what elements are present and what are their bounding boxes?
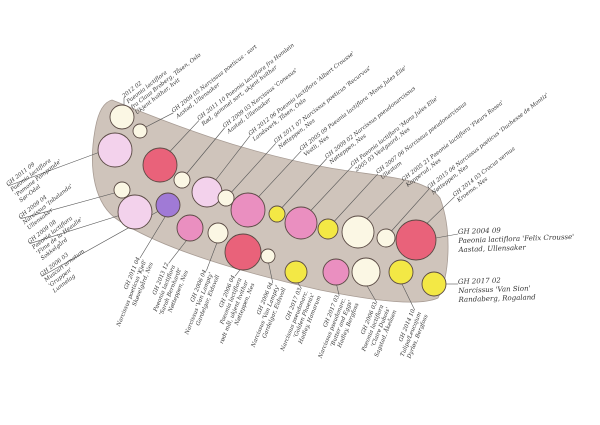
plant-pink xyxy=(176,214,204,242)
plant-lightpink xyxy=(191,176,223,208)
leader-line xyxy=(20,191,119,220)
leader-line xyxy=(277,158,328,213)
label-line: GH 2004 09 xyxy=(458,226,502,236)
plant-lightpink xyxy=(97,132,133,168)
plant-pink xyxy=(230,192,266,228)
plant-cream xyxy=(173,171,191,189)
plant-cream xyxy=(351,257,381,287)
plant-cream xyxy=(207,222,229,244)
leader-line xyxy=(329,173,379,227)
plant-cream xyxy=(260,248,276,264)
leader-line xyxy=(400,281,416,311)
plant-yellow xyxy=(317,218,339,240)
label-line: Aastad, Ullensaker xyxy=(457,244,526,254)
leader-line xyxy=(227,143,276,197)
plants xyxy=(97,104,447,297)
plant-cream xyxy=(109,104,135,130)
leader-line xyxy=(182,127,225,179)
plant-yellow xyxy=(284,260,308,284)
leader-line xyxy=(7,151,101,187)
plant-cream xyxy=(113,181,131,199)
plant-yellow xyxy=(388,259,414,285)
plant-cream xyxy=(341,215,375,249)
plant-purple xyxy=(155,192,181,218)
flower-bed xyxy=(92,99,449,303)
leader-line xyxy=(141,112,174,130)
plant-pink xyxy=(284,206,318,240)
label-line: GH 2015 06 Narcissus poeticus 'Duchesse … xyxy=(427,92,550,190)
label-line: Randaberg, Rogaland xyxy=(457,293,536,304)
leader-line xyxy=(435,233,459,239)
plant-red xyxy=(142,147,178,183)
label-line: Narcissus 'Van Sion' xyxy=(457,284,531,295)
plant-pink xyxy=(322,258,350,286)
leader-line xyxy=(29,213,125,244)
plant-lightpink xyxy=(117,194,153,230)
plant-red xyxy=(395,219,437,261)
leader-line xyxy=(139,211,169,259)
leader-line xyxy=(206,239,219,271)
plant-yellow xyxy=(421,271,447,297)
leader-line xyxy=(267,259,274,284)
leader-line xyxy=(365,283,378,304)
label-line: GH 2017 02 xyxy=(458,276,502,286)
plant-cream xyxy=(376,228,396,248)
leader-line xyxy=(386,188,430,237)
plant-red xyxy=(224,233,262,271)
plant-cream xyxy=(132,123,148,139)
plant-cream xyxy=(217,189,235,207)
plant-yellow xyxy=(268,205,286,223)
